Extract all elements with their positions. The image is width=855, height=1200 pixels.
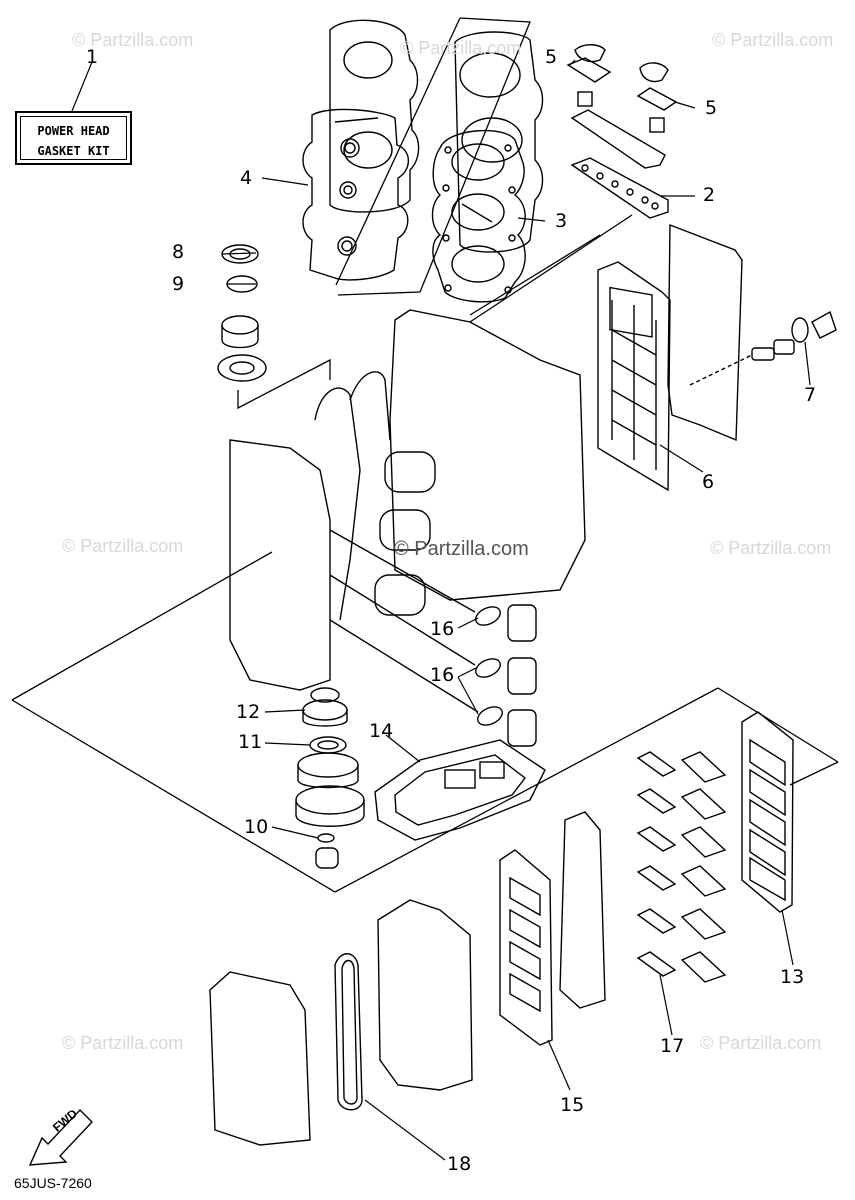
callout-16b: 16 (430, 664, 455, 686)
intake-housing (377, 899, 473, 1091)
head-cover-gasket-4 (302, 108, 410, 281)
gasket-kit-line1: POWER HEAD (37, 124, 110, 138)
seal-strip-18 (334, 953, 363, 1111)
callout-4: 4 (240, 167, 253, 189)
reed-valves-17 (636, 751, 727, 983)
callout-8: 8 (172, 241, 185, 263)
callout-15: 15 (560, 1094, 585, 1116)
callout-leader-lines (71, 59, 811, 1161)
lower-bearing-stack (295, 687, 365, 869)
exhaust-gasket-14 (374, 739, 546, 841)
callout-1: 1 (86, 46, 99, 68)
watermark: © Partzilla.com (62, 536, 184, 556)
callout-14: 14 (369, 720, 394, 742)
gasket-kit-line2: GASKET KIT (37, 144, 110, 158)
callout-13: 13 (780, 966, 805, 988)
callout-16a: 16 (430, 618, 455, 640)
crankcase-cover-6 (597, 223, 743, 492)
watermark: © Partzilla.com (700, 1033, 822, 1053)
callout-11: 11 (238, 731, 263, 753)
cylinder-head-cover (329, 19, 420, 213)
anode-gaskets-16 (329, 529, 537, 747)
intake-manifold (559, 811, 606, 1009)
cover-panel (209, 971, 311, 1146)
callout-10: 10 (244, 816, 269, 838)
valve-assembly-7 (689, 310, 837, 386)
watermark: © Partzilla.com (400, 38, 522, 58)
reed-plate-gasket-15 (499, 849, 553, 1046)
watermark: © Partzilla.com (710, 538, 832, 558)
callout-18: 18 (447, 1153, 472, 1175)
callout-12: 12 (236, 701, 261, 723)
document-number: 65JUS-7260 (14, 1175, 92, 1191)
watermark: © Partzilla.com (72, 30, 194, 50)
exhaust-cover-group (566, 44, 678, 219)
callout-9: 9 (172, 273, 185, 295)
callout-5b: 5 (705, 97, 718, 119)
callout-5a: 5 (545, 46, 558, 68)
head-gasket-3 (431, 129, 526, 303)
watermark: © Partzilla.com (62, 1033, 184, 1053)
callout-17: 17 (660, 1035, 685, 1057)
callout-2: 2 (703, 184, 716, 206)
watermark: © Partzilla.com (712, 30, 834, 50)
callout-7: 7 (804, 384, 817, 406)
upper-bearing (217, 315, 267, 382)
cylinder-head (454, 31, 544, 253)
cylinder-block (229, 309, 586, 691)
fwd-arrow-icon (28, 1108, 93, 1166)
intake-gasket-13 (741, 711, 794, 913)
gasket-kit-label-box: POWER HEAD GASKET KIT (15, 111, 132, 165)
assembly-frame-lines (11, 17, 839, 893)
callout-6: 6 (702, 471, 715, 493)
center-watermark: © Partzilla.com (394, 538, 529, 560)
callout-3: 3 (555, 210, 568, 232)
